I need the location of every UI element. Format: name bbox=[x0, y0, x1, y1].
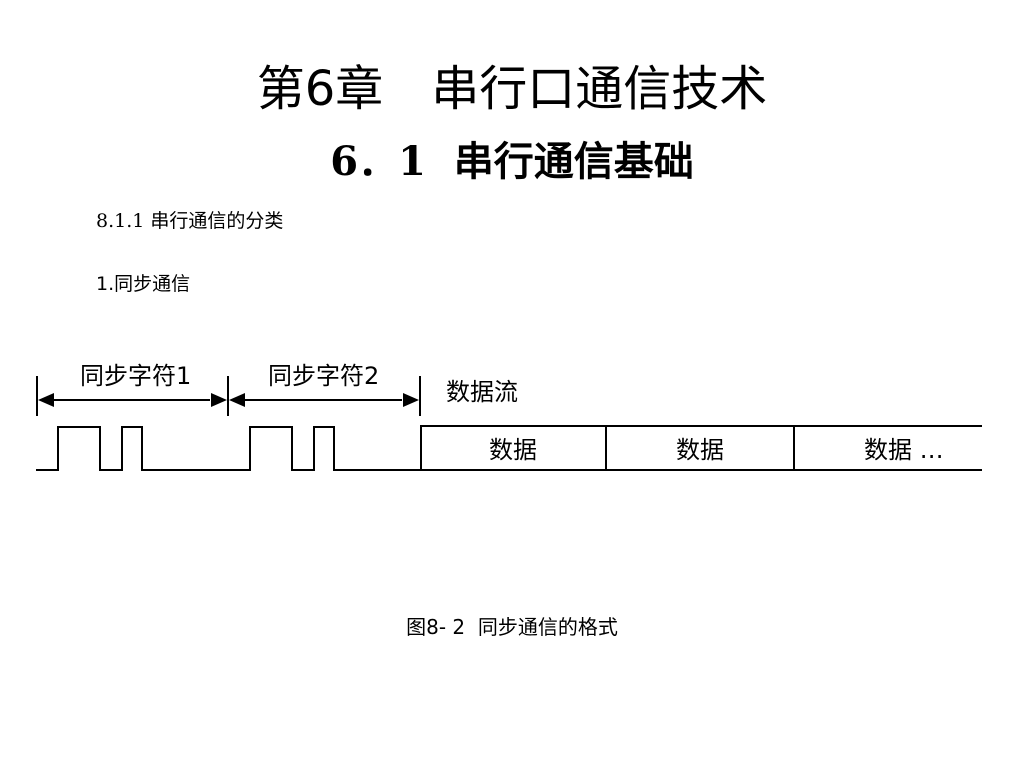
boundary-ticks bbox=[36, 376, 421, 416]
data-cell-label: 数据 … bbox=[864, 436, 944, 464]
arrow-head-right bbox=[211, 393, 227, 407]
arrow-head-left bbox=[229, 393, 245, 407]
arrow-head-right bbox=[403, 393, 419, 407]
sync-char-2-label: 同步字符2 bbox=[268, 362, 379, 390]
sync-char-2-arrow bbox=[229, 393, 419, 407]
subsection-heading: 8.1.1 串行通信的分类 bbox=[96, 210, 284, 232]
chapter-title: 第6章 串行口通信技术 bbox=[256, 61, 768, 117]
data-cell-label: 数据 bbox=[489, 436, 537, 464]
data-frame bbox=[420, 425, 982, 471]
sync-char-1-label: 同步字符1 bbox=[80, 362, 191, 390]
figure-caption: 图8- 2 同步通信的格式 bbox=[406, 615, 618, 639]
data-stream-label: 数据流 bbox=[446, 378, 518, 406]
sync-waveform bbox=[36, 426, 420, 471]
item-heading: 1.同步通信 bbox=[96, 273, 191, 295]
sync-communication-diagram: 同步字符1 同步字符2 数据流 数据 数据 数据 … bbox=[36, 362, 982, 471]
section-title: 6．1 串行通信基础 bbox=[330, 138, 694, 185]
data-cell-label: 数据 bbox=[676, 436, 724, 464]
arrow-head-left bbox=[38, 393, 54, 407]
sync-char-1-arrow bbox=[38, 393, 227, 407]
